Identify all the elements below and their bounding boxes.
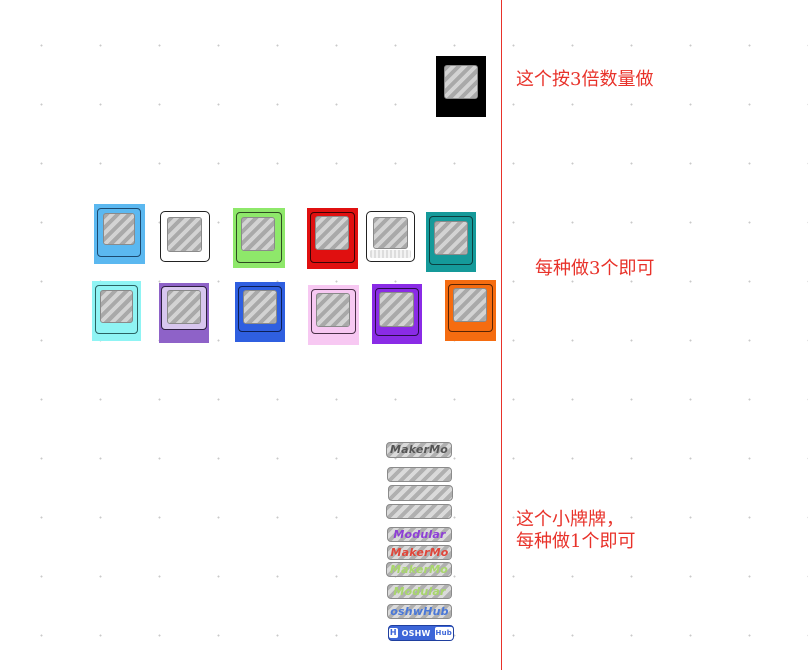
placeholder-icon — [373, 217, 408, 249]
placeholder-icon — [167, 217, 202, 252]
tile-pink[interactable] — [308, 285, 359, 345]
tile-orange[interactable] — [445, 280, 496, 341]
tile-frame — [311, 289, 356, 334]
note-small-plaque-line2: 每种做1个即可 — [516, 531, 636, 552]
tile-violet[interactable] — [372, 284, 422, 344]
oshw-logo-icon: H — [389, 628, 398, 638]
plaque-oshw-hub-blue[interactable]: H OSHW Hub — [388, 625, 454, 641]
tile-black[interactable] — [436, 56, 486, 117]
tile-frame — [97, 208, 141, 257]
placeholder-icon — [379, 292, 414, 327]
tile-white[interactable] — [160, 211, 210, 262]
placeholder-icon — [100, 290, 133, 323]
plaque-blank-2[interactable] — [388, 485, 453, 501]
tile-green[interactable] — [233, 208, 285, 268]
placeholder-icon — [315, 216, 349, 250]
tile-frame — [238, 286, 282, 332]
placeholder-icon — [103, 213, 135, 245]
plaque-label: MakerMo — [389, 563, 449, 576]
hub-badge: Hub — [434, 626, 453, 640]
tile-teal[interactable] — [426, 212, 476, 272]
tile-white-gray[interactable] — [366, 211, 415, 262]
plaque-label: MakerMo — [390, 546, 449, 559]
tile-frame — [429, 216, 473, 265]
note-small-plaque: 这个小牌牌， 每种做1个即可 — [516, 509, 635, 553]
plaque-makermo-green[interactable]: MakerMo — [386, 562, 452, 577]
divider-line — [501, 0, 502, 670]
note-triple-quantity: 这个按3倍数量做 — [516, 69, 654, 90]
plaque-oshwhub[interactable]: oshwHub — [387, 604, 452, 619]
tile-frame — [310, 212, 355, 263]
plaque-modular-purple[interactable]: Modular — [387, 527, 452, 542]
plaque-makermo-red[interactable]: MakerMo — [387, 545, 452, 560]
plaque-modular-green[interactable]: Modular — [387, 584, 452, 599]
tile-frame — [95, 285, 138, 334]
placeholder-icon — [316, 293, 350, 327]
placeholder-icon — [434, 221, 468, 255]
placeholder-icon — [167, 290, 201, 324]
plaque-label: Modular — [393, 585, 446, 598]
tile-frame — [375, 288, 419, 336]
plaque-blank-3[interactable] — [386, 504, 452, 519]
plaque-blank-1[interactable] — [387, 467, 452, 482]
plaque-label: OSHW — [401, 628, 431, 638]
tile-frame — [236, 212, 282, 263]
tile-cyan[interactable] — [92, 281, 141, 341]
placeholder-icon — [241, 217, 275, 251]
placeholder-icon — [453, 288, 487, 322]
tile-frame — [448, 284, 493, 332]
tile-purple[interactable] — [159, 283, 209, 343]
note-three-each: 每种做3个即可 — [535, 258, 655, 279]
note-small-plaque-line1: 这个小牌牌， — [516, 509, 624, 530]
placeholder-icon — [444, 65, 478, 99]
tile-royal-blue[interactable] — [235, 282, 285, 342]
tile-red[interactable] — [307, 208, 358, 269]
tile-bottom-strip — [370, 250, 411, 258]
placeholder-icon — [243, 290, 277, 324]
plaque-label: oshwHub — [390, 605, 449, 618]
plaque-label: Modular — [393, 528, 446, 541]
tile-blue[interactable] — [94, 204, 145, 264]
plaque-label: MakerMo — [389, 443, 449, 456]
plaque-makermo-gray[interactable]: MakerMo — [386, 442, 452, 458]
